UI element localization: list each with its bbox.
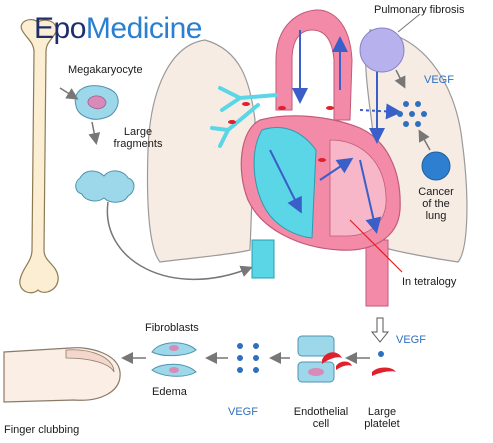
label-platelet: platelet [364, 418, 400, 430]
left-lung [146, 39, 256, 263]
descending-aorta [365, 239, 389, 307]
lung-cancer-lesion [421, 151, 451, 181]
label-edema: Edema [152, 386, 187, 398]
endothelial-nucleus [308, 368, 324, 376]
arrow-to-vegf-lung [359, 103, 402, 120]
label-vegf-top: VEGF [424, 74, 454, 86]
label-vegf-bottom-left: VEGF [228, 406, 258, 418]
large-fragments [75, 170, 135, 203]
fibroblast-bottom-nucleus [169, 367, 179, 373]
pulmonary-fibrosis-lesion [359, 27, 405, 73]
large-platelet-endothelial [322, 352, 342, 364]
flow-arrow-4 [359, 159, 382, 234]
label-large-platelet: Large [367, 406, 397, 418]
label-fibroblasts: Fibroblasts [145, 322, 199, 334]
femur-bone [19, 18, 59, 294]
label-vegf-bottom-right: VEGF [396, 334, 426, 346]
fibroblast-top-nucleus [169, 345, 179, 351]
label-of-the: of the [422, 198, 450, 210]
arrow-down-to-vegf [370, 317, 390, 343]
endothelial-cell-top [297, 335, 335, 357]
label-cell: cell [312, 418, 330, 430]
label-lung: lung [425, 210, 447, 222]
arrow-to-fragments [88, 121, 101, 145]
label-finger-clubbing: Finger clubbing [4, 424, 80, 436]
clubbed-finger [3, 347, 121, 403]
arrow-to-megakaryocyte [59, 87, 79, 100]
label-pulmonary-fibrosis: Pulmonary fibrosis [374, 4, 465, 16]
logo: EpoMedicine [34, 12, 202, 46]
arrow-fragments-to-vena-cava [106, 201, 253, 281]
vegf-dots-bottom [237, 343, 259, 373]
label-megakaryocyte: Megakaryocyte [68, 64, 143, 76]
fingernail [65, 349, 115, 373]
flow-arrow-to-tetralogy [349, 219, 403, 273]
arrow-cancer-to-vegf [418, 129, 431, 151]
vessel-platelets [228, 102, 334, 162]
logo-part2: Medicine [85, 12, 203, 45]
flow-arrow-2 [269, 149, 302, 214]
arrow-fibrosis-to-vegf [394, 69, 406, 89]
large-platelet-lower [336, 361, 352, 370]
megakaryocyte-nucleus [87, 95, 107, 110]
vegf-dots-lung [397, 101, 427, 127]
label-cancer: Cancer [418, 186, 454, 198]
large-platelet-right [372, 367, 396, 376]
label-fragments: fragments [113, 138, 163, 150]
flow-arrow-5 [319, 157, 354, 181]
label-large: Large [123, 126, 153, 138]
vegf-dot-bottom-right [378, 351, 384, 357]
label-in-tetralogy: In tetralogy [402, 276, 457, 288]
logo-part1: Epo [34, 12, 86, 45]
pulmonary-artery-branches [210, 86, 278, 148]
label-endothelial: Endothelial [293, 406, 349, 418]
superior-vena-cava [251, 239, 275, 279]
fibrosis-pointer [397, 13, 421, 33]
